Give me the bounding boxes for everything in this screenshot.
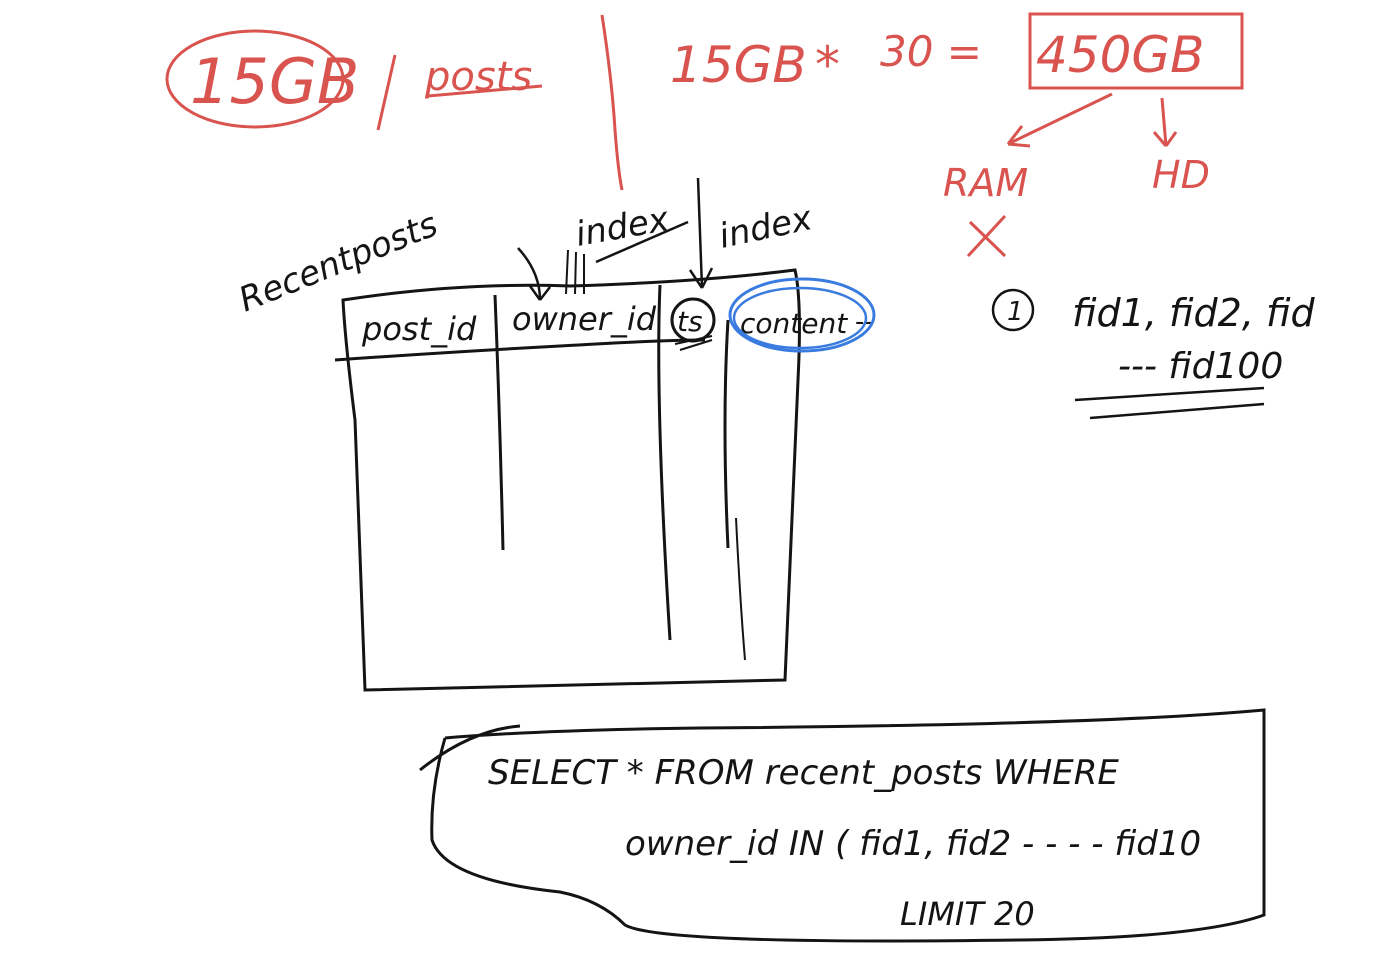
column-post-id: post_id (361, 310, 477, 348)
index-arrow-owner-head (528, 285, 551, 301)
storage-value: 15GB (190, 45, 359, 118)
result-box (1028, 12, 1244, 90)
index-arrow-ts-head (688, 267, 714, 289)
ram-label: RAM (943, 161, 1028, 205)
note-line2: --- fid100 (1118, 346, 1283, 387)
index-arrow-owner (517, 247, 542, 301)
arrow-to-hd (1160, 97, 1168, 147)
header-divider (334, 338, 706, 362)
arrow-to-ram (1007, 92, 1113, 146)
index-arrow-ts (696, 177, 704, 289)
slash-divider-line (376, 54, 397, 131)
note-marker: 1 (1007, 297, 1024, 327)
query-line2: owner_id IN ( fid1, fid2 - - - - fid10 (625, 824, 1201, 864)
index-underline (595, 220, 689, 264)
query-outline (419, 708, 1266, 943)
query-line1: SELECT * FROM recent_posts WHERE (488, 753, 1119, 793)
calc-right: 30 = (880, 27, 982, 76)
note-line1: fid1, fid2, fid (1072, 291, 1316, 335)
table-outline (341, 268, 801, 692)
content-highlight-inner (732, 286, 868, 350)
column-content: content (740, 307, 848, 340)
column-divider-1 (493, 294, 505, 551)
table-name: Recentposts (233, 205, 443, 321)
column-divider-2 (657, 284, 672, 641)
content-highlight-outer (728, 277, 876, 353)
column-divider-3 (723, 319, 730, 549)
section-divider (600, 14, 624, 191)
arrow-to-ram-head (1006, 125, 1031, 148)
arrow-to-hd-head (1152, 131, 1178, 147)
index-hatch (565, 249, 585, 295)
column-divider-3b (735, 517, 746, 661)
ram-cross-mark (966, 214, 1007, 258)
ts-underline (674, 335, 713, 351)
column-owner-id: owner_id (512, 300, 657, 338)
query-line3: LIMIT 20 (900, 895, 1035, 933)
storage-circle (165, 29, 345, 129)
result-value: 450GB (1036, 26, 1204, 84)
column-ts: ts (677, 305, 703, 338)
note-underline (1074, 386, 1265, 420)
slash-divider-text: / (340, 124, 341, 126)
hd-label: HD (1152, 153, 1210, 197)
index-label-ts: index (716, 198, 817, 257)
note-marker-circle (991, 288, 1035, 332)
posts-underline (427, 84, 543, 98)
index-label-owner: index (573, 199, 673, 255)
calc-left: 15GB (670, 36, 807, 94)
calc-op: * (815, 36, 840, 94)
